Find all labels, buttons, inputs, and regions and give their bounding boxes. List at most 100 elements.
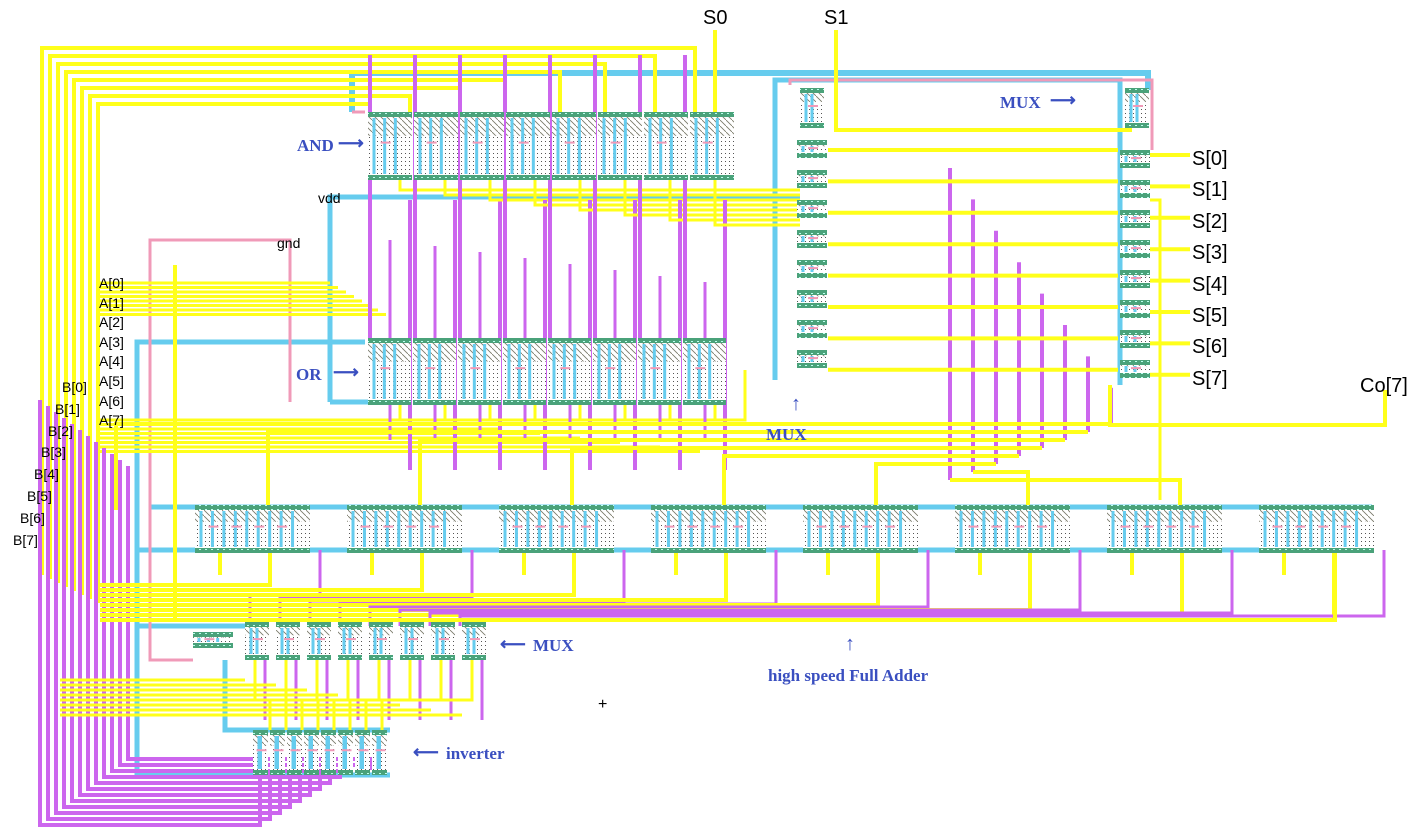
- or-gate-cell-bottom-rail: [548, 400, 591, 405]
- full-adder-cell-bottom-rail: [499, 548, 614, 553]
- b-input-wire: [86, 436, 322, 791]
- mux-select-cell-top-rail: [1125, 88, 1149, 93]
- s-output-label: S[1]: [1192, 179, 1228, 202]
- co7-wire: [1108, 385, 1387, 427]
- and-gate-cell-pwell: [414, 112, 458, 136]
- mux-cell-top-rail: [797, 140, 827, 145]
- mux-cell-bottom-rail: [797, 303, 827, 308]
- inverter-cell-top-rail: [287, 730, 302, 735]
- bottom-mux-cell-top-rail: [369, 622, 393, 627]
- mux-cell-top-rail: [1120, 300, 1150, 305]
- mux-cell-bottom-rail: [1120, 193, 1150, 198]
- b-bus-wire: [48, 54, 657, 579]
- mux-cell-bottom-rail: [797, 183, 827, 188]
- and-out-wire: [713, 180, 800, 227]
- and-gate-cell-top-rail: [552, 112, 596, 117]
- b-bus-wire: [88, 94, 412, 599]
- inverter-cell-bottom-rail: [304, 770, 319, 775]
- or-gate-cell-pwell: [413, 338, 456, 362]
- full-adder-cell-bottom-rail: [195, 548, 310, 553]
- full-adder-cell-bottom-rail: [347, 548, 462, 553]
- mux-cell-top-rail: [1120, 150, 1150, 155]
- b-bus-wire: [56, 62, 607, 583]
- mux-cell-bottom-rail: [1120, 163, 1150, 168]
- b-bus-wire: [40, 46, 697, 575]
- full-adder-cell-top-rail: [955, 505, 1070, 510]
- or-gate-cell-top-rail: [503, 338, 546, 343]
- full-adder-annotation: high speed Full Adder: [768, 666, 929, 685]
- and-gate-cell-bottom-rail: [414, 175, 458, 180]
- and-gate-cell-bottom-rail: [506, 175, 550, 180]
- and-gate-cell-bottom-rail: [598, 175, 642, 180]
- a-input-label: A[6]: [99, 392, 124, 409]
- mux-cell-bottom-rail: [797, 243, 827, 248]
- a-input-label: A[4]: [99, 353, 124, 370]
- mux-cell-top-rail: [797, 290, 827, 295]
- and-gate-cell-top-rail: [506, 112, 550, 117]
- and-out-wire: [623, 180, 800, 217]
- inverter-annotation: inverter: [446, 744, 505, 763]
- bottom-mux-cell-top-rail: [245, 622, 269, 627]
- mux-select-cell-bottom-rail: [800, 123, 824, 128]
- full-adder-cell-top-rail: [347, 505, 462, 510]
- s-output-label: S[3]: [1192, 242, 1228, 265]
- fa-wire: [100, 550, 272, 587]
- a-input-label: A[0]: [99, 275, 124, 291]
- mux-cell-top-rail: [797, 200, 827, 205]
- s-output-label: S[5]: [1192, 305, 1228, 327]
- and-out-wire: [443, 180, 800, 197]
- mux-cell-top-rail: [1120, 330, 1150, 335]
- b-input-label: B[3]: [41, 444, 66, 461]
- and-gate-cell-pwell: [460, 112, 504, 136]
- mux-inv-wire: [380, 660, 474, 730]
- fa-wire: [100, 550, 728, 602]
- mux-select-cell-bottom-rail: [1125, 123, 1149, 128]
- carry-wire: [1150, 198, 1162, 500]
- full-adder-cell-top-rail: [499, 505, 614, 510]
- bottom-mux-cell-top-rail: [338, 622, 362, 627]
- mux-fa-wire: [570, 446, 1042, 510]
- mux-select-cell-bottom-rail: [193, 643, 233, 648]
- inverter-cell-top-rail: [270, 730, 285, 735]
- or-out-wire: [713, 391, 747, 422]
- and-out-wire: [488, 180, 800, 202]
- or-gate-cell-top-rail: [458, 338, 501, 343]
- inverter-cell-bottom-rail: [321, 770, 336, 775]
- and-gate-cell-pwell: [690, 112, 734, 136]
- or-gate-cell-bottom-rail: [458, 400, 501, 405]
- poly-wire: [148, 238, 292, 662]
- inverter-cell-bottom-rail: [253, 770, 268, 775]
- full-adder-cell-top-rail: [803, 505, 918, 510]
- and-gate-cell-bottom-rail: [552, 175, 596, 180]
- mux-cell-top-rail: [1120, 180, 1150, 185]
- mux-cell-top-rail: [797, 260, 827, 265]
- or-gate-cell-pwell: [593, 338, 636, 362]
- b-input-label: B[0]: [62, 379, 87, 395]
- bottom-mux-cell-bottom-rail: [431, 655, 455, 660]
- fa-wire: [100, 550, 880, 607]
- and-gate-cell-top-rail: [368, 112, 412, 117]
- arrow-left-icon: ⟵: [413, 742, 439, 762]
- or-gate-cell-top-rail: [368, 338, 411, 343]
- or-gate-cell-bottom-rail: [683, 400, 726, 405]
- or-gate-cell-bottom-rail: [638, 400, 681, 405]
- and-gate-cell-pwell: [368, 112, 412, 136]
- crosshair-marker: +: [598, 696, 608, 713]
- inverter-cell-bottom-rail: [287, 770, 302, 775]
- mux-cell-bottom-rail: [797, 213, 827, 218]
- full-adder-cell-top-rail: [195, 505, 310, 510]
- s-output-label: S[7]: [1192, 367, 1228, 390]
- b-input-label: B[5]: [27, 488, 52, 504]
- bottom-mux-cell-bottom-rail: [338, 655, 362, 660]
- full-adder-cell-bottom-rail: [803, 548, 918, 553]
- s0-label: S0: [703, 7, 728, 29]
- arrow-up-icon: ↑: [845, 633, 855, 655]
- and-gate-cell-pwell: [552, 112, 596, 136]
- and-gate-cell-bottom-rail: [690, 175, 734, 180]
- arrow-up-icon: ↑: [791, 393, 801, 415]
- and-gate-cell-top-rail: [414, 112, 458, 117]
- a-input-label: A[7]: [99, 412, 124, 429]
- bottom-mux-cell-bottom-rail: [369, 655, 393, 660]
- b-bus-wire: [64, 70, 562, 587]
